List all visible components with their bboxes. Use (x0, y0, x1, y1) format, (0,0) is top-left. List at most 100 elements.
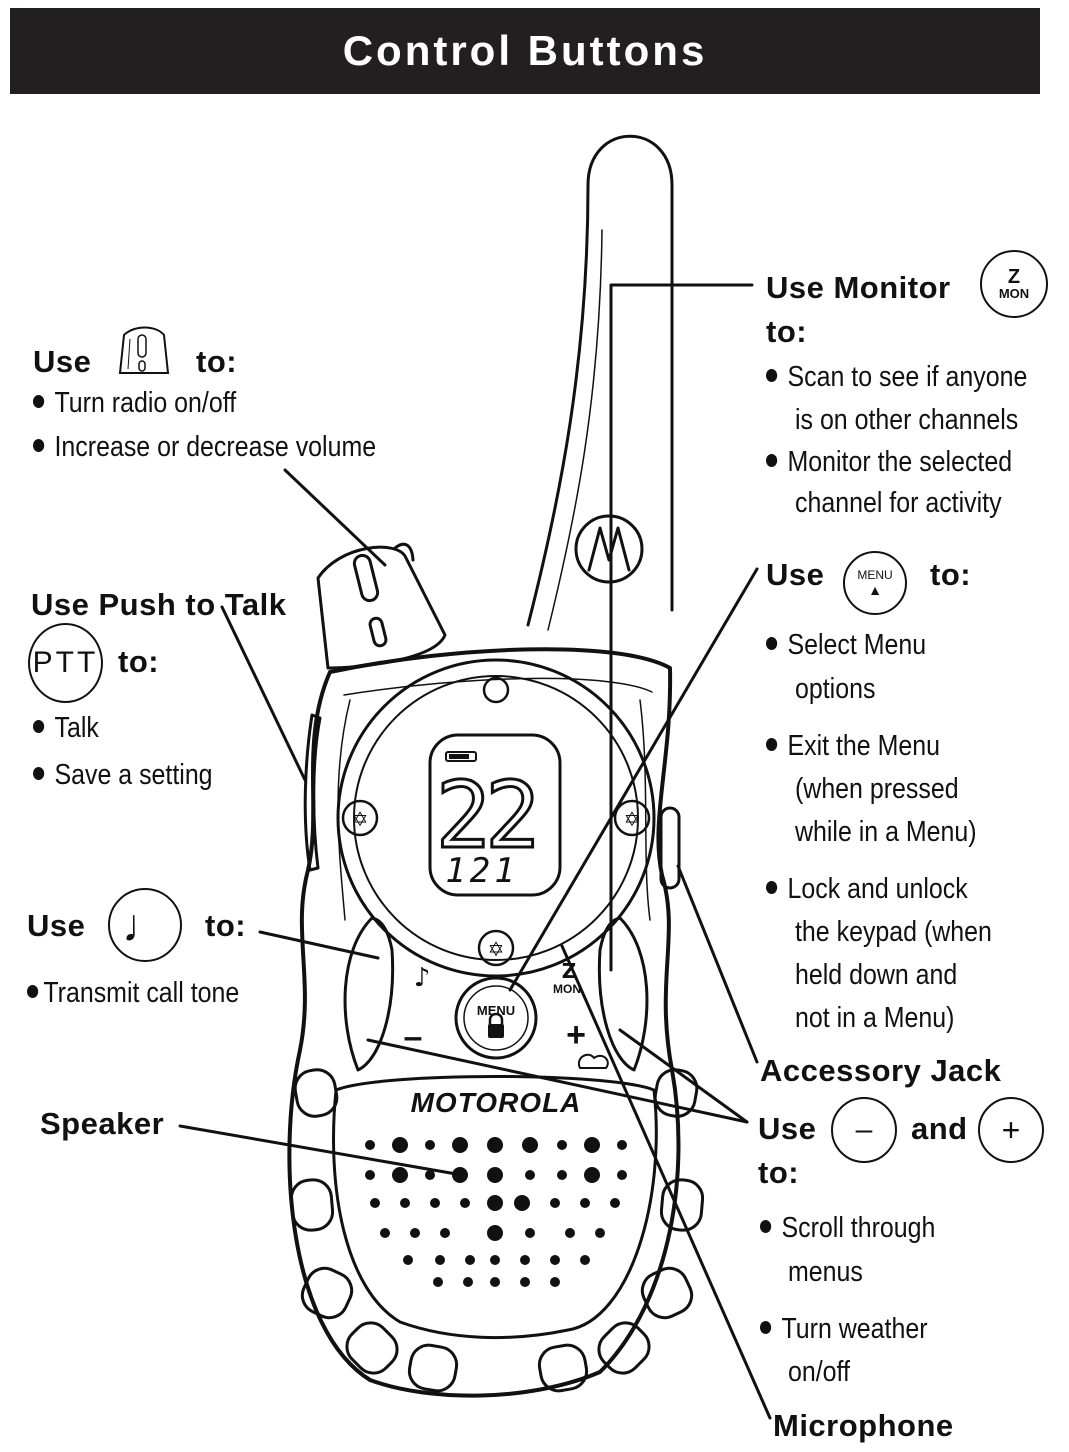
brand-label: MOTOROLA (411, 1087, 582, 1118)
monitor-to-label: to: (766, 314, 808, 349)
speaker-hole (550, 1198, 560, 1208)
mon-button-label: MON (553, 982, 581, 996)
speaker-hole (580, 1255, 590, 1265)
speaker-hole (595, 1228, 605, 1238)
ptt-side-button (303, 713, 322, 872)
knob-bullet: Turn radio on/off (33, 389, 236, 418)
speaker-hole (490, 1277, 500, 1287)
scroll-to-label: to: (758, 1155, 800, 1190)
menu-use-label: Use (766, 557, 825, 592)
speaker-hole (487, 1195, 503, 1211)
menu-button (454, 976, 538, 1060)
speaker-hole (410, 1228, 420, 1238)
speaker-hole (514, 1195, 530, 1211)
speaker-hole (370, 1198, 380, 1208)
scroll-bullet-cont: menus (788, 1256, 863, 1288)
minus-icon: – (831, 1097, 897, 1163)
speaker-hole (400, 1198, 410, 1208)
scroll-and-label: and (911, 1111, 968, 1146)
plus-key-label: + (566, 1016, 586, 1054)
speaker-hole (365, 1140, 375, 1150)
speaker-hole (584, 1167, 600, 1183)
menu-bullet-cont: the keypad (when (795, 916, 992, 948)
speaker-hole (460, 1198, 470, 1208)
svg-text:✡: ✡ (624, 807, 641, 831)
menu-bullet-cont: (when pressed (795, 773, 959, 805)
call-tone-icon: ♩ (108, 888, 182, 962)
speaker-hole (520, 1255, 530, 1265)
speaker-hole (490, 1255, 500, 1265)
motorola-logo (574, 514, 644, 584)
scroll-bullet-cont: on/off (788, 1356, 850, 1388)
speaker-hole (465, 1255, 475, 1265)
plus-key (597, 916, 649, 1072)
menu-to-label: to: (930, 557, 972, 592)
speaker-hole (487, 1167, 503, 1183)
speaker-hole (433, 1277, 443, 1287)
monitor-title: Use Monitor (766, 270, 951, 305)
speaker-hole (525, 1228, 535, 1238)
speaker-hole (440, 1228, 450, 1238)
speaker-hole (452, 1167, 468, 1183)
knob-bullet: Increase or decrease volume (33, 433, 376, 462)
ptt-bullet: Save a setting (33, 761, 213, 790)
knob-to-label: to: (196, 344, 238, 379)
plus-icon: + (978, 1097, 1044, 1163)
callout-lines (178, 283, 772, 1420)
menu-bullet: Exit the Menu (766, 732, 940, 761)
speaker-hole (584, 1137, 600, 1153)
antenna (526, 134, 674, 627)
ptt-icon: PTT (28, 623, 103, 703)
speaker-hole (522, 1137, 538, 1153)
speaker-hole (435, 1255, 445, 1265)
menu-bullet-cont: not in a Menu) (795, 1002, 955, 1034)
monitor-bullet-cont: channel for activity (795, 487, 1002, 519)
speaker-hole (403, 1255, 413, 1265)
svg-text:✡: ✡ (352, 807, 369, 831)
speaker-hole (463, 1277, 473, 1287)
speaker-hole (557, 1140, 567, 1150)
menu-icon: MENU▲ (843, 551, 907, 615)
ptt-title: Use Push to Talk (31, 587, 287, 622)
ptt-to-label: to: (118, 644, 160, 679)
menu-bullet-cont: options (795, 673, 876, 705)
knob-use-label: Use (33, 344, 92, 379)
speaker-hole (425, 1170, 435, 1180)
scroll-bullet: Turn weather (760, 1315, 928, 1344)
speaker-hole (525, 1170, 535, 1180)
speaker-hole (617, 1140, 627, 1150)
speaker-hole (550, 1255, 560, 1265)
speaker-hole (425, 1140, 435, 1150)
speaker-hole (617, 1170, 627, 1180)
speaker-hole (452, 1137, 468, 1153)
menu-bullet-cont: while in a Menu) (795, 816, 977, 848)
accessory-jack-label: Accessory Jack (760, 1053, 1002, 1088)
speaker-hole (550, 1277, 560, 1287)
svg-text:✡: ✡ (488, 937, 505, 961)
speaker-hole (487, 1225, 503, 1241)
monitor-bullet: Scan to see if anyone (766, 363, 1027, 392)
display-code: 121 (445, 851, 518, 891)
calltone-use-label: Use (27, 908, 86, 943)
minus-key-label: – (404, 1018, 423, 1056)
calltone-bullet: Transmit call tone (27, 979, 239, 1008)
volume-knob-icon (118, 326, 170, 374)
speaker-hole (610, 1198, 620, 1208)
display-channel: 22 (436, 762, 535, 869)
menu-bullet: Lock and unlock (766, 875, 968, 904)
speaker-hole (487, 1137, 503, 1153)
microphone-label: Microphone (773, 1408, 954, 1443)
mon-key-icon: Z (562, 959, 577, 983)
scroll-use-label: Use (758, 1111, 817, 1146)
ptt-bullet: Talk (33, 714, 99, 743)
menu-bullet-cont: held down and (795, 959, 958, 991)
speaker-hole (380, 1228, 390, 1238)
speaker-hole (557, 1170, 567, 1180)
accessory-jack (659, 806, 681, 890)
speaker-hole (392, 1137, 408, 1153)
speaker-hole (565, 1228, 575, 1238)
scroll-bullet: Scroll through (760, 1214, 935, 1243)
calltone-to-label: to: (205, 908, 247, 943)
